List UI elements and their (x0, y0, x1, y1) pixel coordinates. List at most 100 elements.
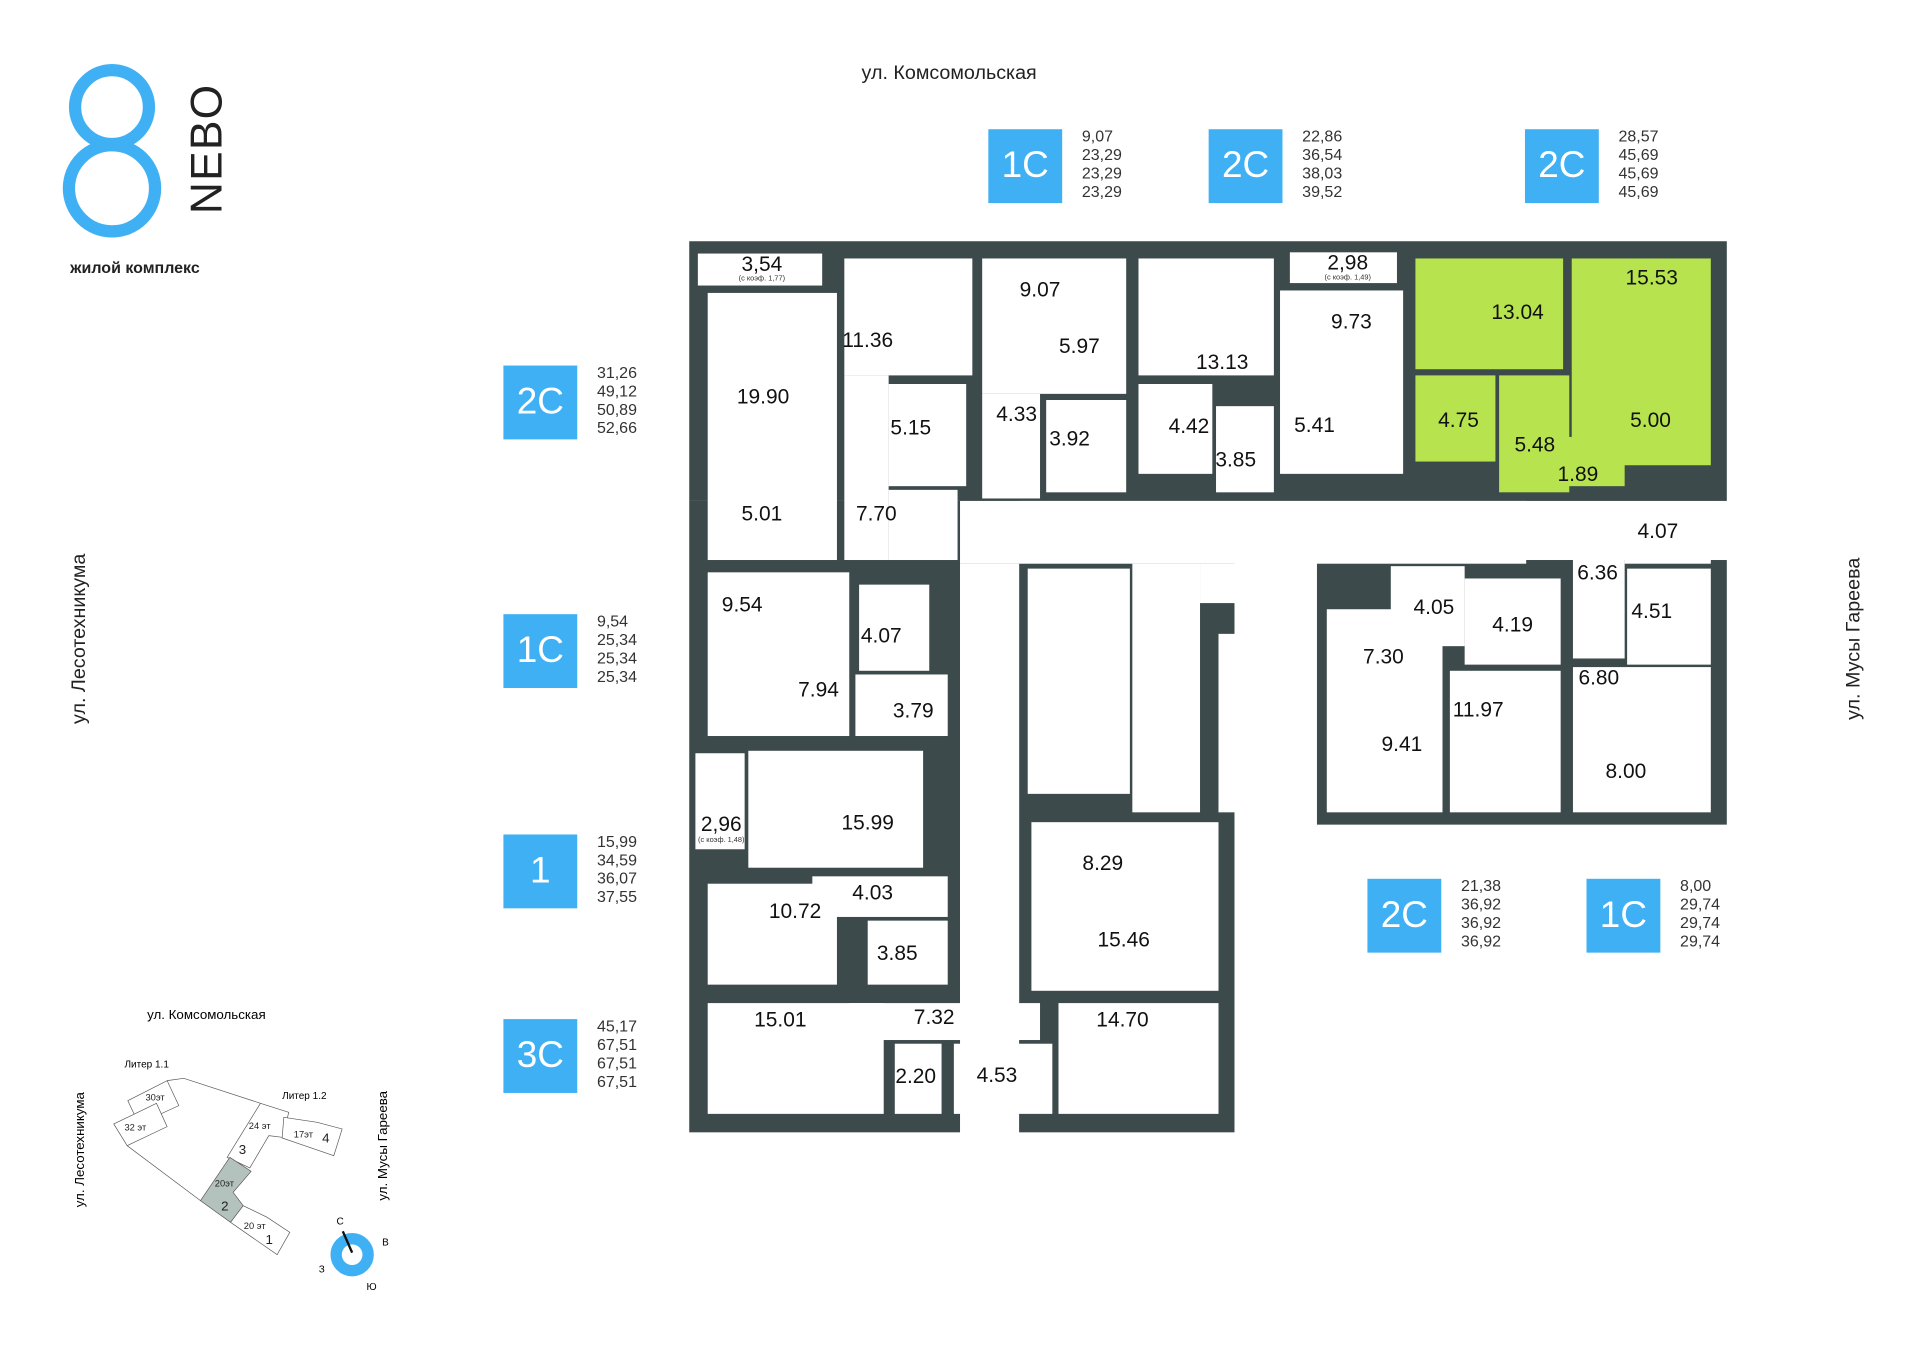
room-area-label: 9.73 (1331, 310, 1372, 334)
room-area-label: 13.04 (1491, 300, 1544, 324)
room-area-label: 8.29 (1082, 851, 1124, 876)
highlighted-apartment-room[interactable] (1415, 375, 1496, 462)
room[interactable] (1027, 568, 1130, 794)
room[interactable] (1138, 384, 1213, 474)
room-area-label: 2.20 (895, 1064, 937, 1089)
room[interactable] (855, 674, 948, 737)
minimap-block-4[interactable] (281, 1116, 343, 1156)
minimap-block-num: 1 (265, 1231, 272, 1246)
minimap-floors: 20эт (214, 1178, 234, 1188)
room[interactable] (1031, 822, 1219, 991)
area-value: 21,38 (1460, 876, 1502, 895)
area-value: 25,34 (596, 630, 637, 649)
room[interactable] (1326, 609, 1443, 813)
compass-west: З (318, 1264, 324, 1275)
area-value: 28,57 (1618, 126, 1659, 146)
room[interactable] (1132, 563, 1201, 813)
room[interactable] (982, 393, 1041, 499)
minimap-street-left: ул. Лесотехникума (71, 1091, 86, 1207)
room-area-label: 14.70 (1096, 1008, 1149, 1032)
site-minimap: ул. Комсомольская ул. Лесотехникума ул. … (71, 1006, 389, 1292)
room[interactable] (859, 584, 930, 671)
area-value: 29,74 (1680, 894, 1721, 914)
room-area-label: 4.33 (996, 402, 1038, 426)
room[interactable] (960, 563, 1020, 1004)
room[interactable] (748, 750, 924, 868)
area-value: 36,92 (1460, 931, 1502, 951)
room[interactable] (1218, 633, 1311, 813)
room[interactable] (1624, 502, 1711, 564)
highlighted-apartment-room[interactable] (1415, 258, 1564, 370)
room[interactable] (1046, 400, 1127, 493)
room[interactable] (894, 1043, 942, 1114)
minimap-block-2-current[interactable] (199, 1156, 252, 1223)
room[interactable] (1216, 406, 1274, 493)
room[interactable] (888, 384, 967, 487)
area-value: 23,29 (1081, 145, 1122, 164)
room[interactable] (844, 375, 889, 561)
room-area-label: 4.19 (1492, 612, 1534, 637)
room-area-label: 7.30 (1363, 644, 1404, 669)
highlighted-apartment-room[interactable] (1544, 436, 1625, 487)
room[interactable] (844, 258, 973, 376)
minimap-block-3[interactable] (226, 1102, 289, 1168)
room[interactable] (707, 883, 837, 985)
room[interactable] (707, 292, 837, 561)
room-area-label: 7.70 (855, 502, 897, 526)
room-area-label: 4.05 (1413, 595, 1455, 620)
room[interactable] (1138, 258, 1274, 376)
room[interactable] (1289, 252, 1397, 284)
highlighted-apartment-room[interactable] (1571, 258, 1711, 466)
minimap-block-num: 2 (221, 1198, 228, 1213)
room[interactable] (1572, 667, 1711, 813)
room[interactable] (867, 920, 948, 985)
room[interactable] (888, 489, 958, 561)
room[interactable] (707, 572, 850, 737)
area-value: 38,03 (1302, 163, 1343, 183)
room[interactable] (697, 253, 823, 286)
room[interactable] (1572, 502, 1625, 659)
room[interactable] (1280, 290, 1404, 474)
minimap-liter-2: Литер 1.2 (282, 1090, 327, 1101)
room[interactable] (1058, 1003, 1219, 1114)
room-area-label: 5.41 (1294, 413, 1335, 437)
room-area-label: 3.92 (1049, 427, 1090, 451)
room[interactable] (953, 1043, 1053, 1114)
room[interactable] (695, 753, 745, 850)
room[interactable] (1200, 563, 1311, 604)
area-value: 36,54 (1302, 145, 1343, 164)
room[interactable] (707, 1003, 884, 1114)
room-area-label: 7.94 (798, 678, 839, 702)
room[interactable] (1464, 578, 1561, 665)
apartment-type-badge: 3С (503, 1019, 578, 1093)
minimap-floors: 32 эт (124, 1122, 147, 1132)
room-area-label: 5.48 (1514, 433, 1556, 457)
room[interactable] (1627, 568, 1711, 665)
room[interactable] (960, 500, 1527, 564)
compass-north: С (336, 1216, 343, 1227)
area-value: 45,69 (1618, 163, 1659, 183)
area-value: 67,51 (596, 1072, 637, 1091)
area-value: 15,99 (596, 832, 637, 851)
apartment-type-badge: 2С (1367, 878, 1442, 953)
room-area-label: 3.85 (1215, 448, 1257, 472)
area-value: 34,59 (596, 850, 637, 869)
room[interactable] (982, 258, 1127, 394)
minimap-block-32[interactable] (112, 1102, 168, 1146)
minimap-floors: 30эт (145, 1092, 165, 1102)
room[interactable] (1449, 670, 1561, 813)
room-area-label: 5.15 (890, 416, 932, 440)
